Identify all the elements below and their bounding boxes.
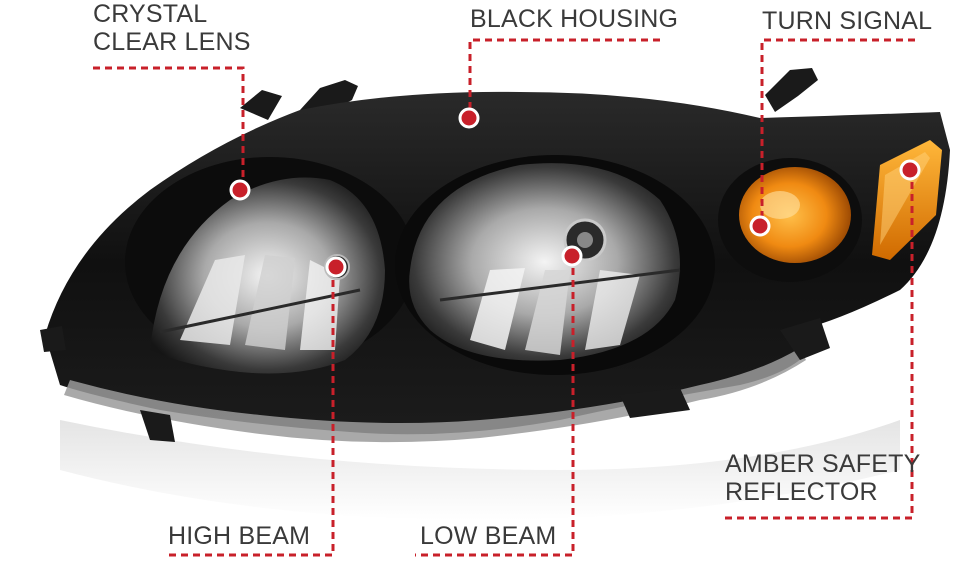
label-crystal-clear-lens: CRYSTAL CLEAR LENS (93, 0, 251, 56)
marker-dot-crystal (229, 179, 251, 201)
marker-dot-amber (899, 159, 921, 181)
low-beam (395, 155, 715, 375)
marker-dot-high-beam (325, 256, 347, 278)
label-high-beam: HIGH BEAM (168, 522, 311, 550)
label-crystal-line1: CRYSTAL (93, 0, 208, 28)
label-low-beam: LOW BEAM (420, 522, 557, 550)
label-crystal-line2: CLEAR LENS (93, 28, 251, 56)
turn-signal (718, 158, 862, 282)
callout-line-high-beam (165, 268, 335, 557)
marker-dots (229, 107, 921, 278)
label-black-housing: BLACK HOUSING (470, 5, 679, 33)
label-amber-safety-reflector: AMBER SAFETY REFLECTOR (725, 450, 921, 506)
marker-dot-black-housing (458, 107, 480, 129)
marker-dot-turn-signal (749, 215, 771, 237)
label-turn-signal: TURN SIGNAL (762, 7, 933, 35)
callout-line-turn-signal (760, 38, 915, 226)
marker-dot-low-beam (561, 245, 583, 267)
label-amber-line2: REFLECTOR (725, 478, 878, 506)
label-amber-line1: AMBER SAFETY (725, 450, 921, 478)
callout-line-crystal (93, 66, 245, 190)
floor-reflection (60, 420, 900, 520)
callout-line-black-housing (468, 38, 660, 117)
callout-lines (93, 38, 915, 557)
callout-line-amber (720, 170, 914, 520)
callout-line-low-beam (415, 256, 575, 557)
